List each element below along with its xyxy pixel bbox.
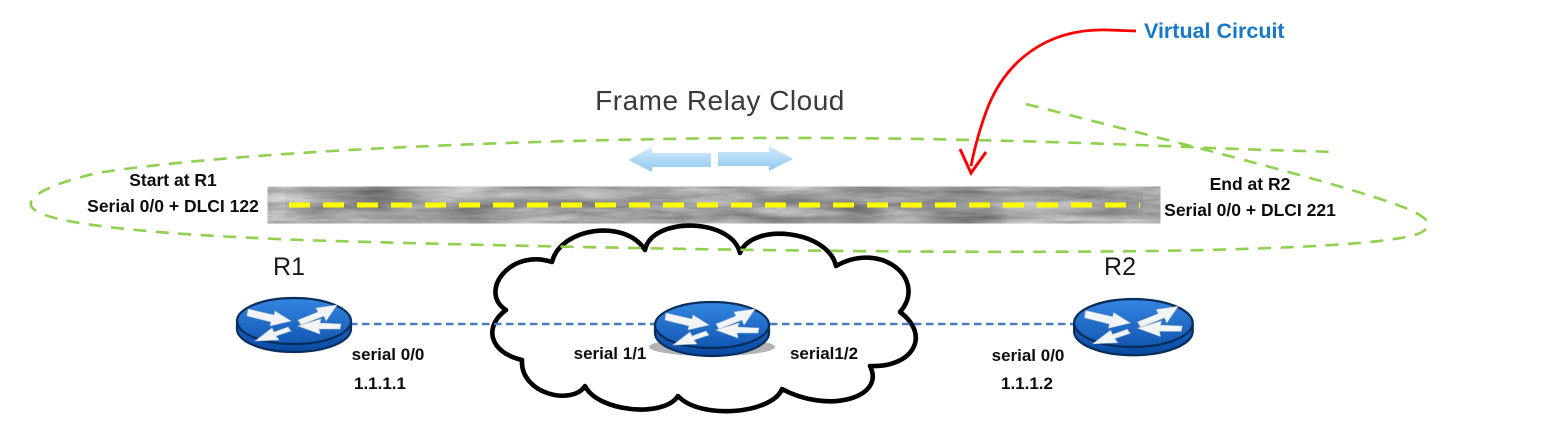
frame-relay-cloud-title: Frame Relay Cloud: [595, 85, 845, 116]
end-annotation-line1: End at R2: [1209, 174, 1291, 194]
end-annotation-line2: Serial 0/0 + DLCI 221: [1164, 200, 1336, 220]
router-icon-r2: [1072, 297, 1194, 357]
r2-ip-label: 1.1.1.2: [1001, 374, 1053, 393]
switch-right-interface-label: serial1/2: [789, 344, 859, 363]
switch-left-interface-label: serial 1/1: [573, 344, 647, 363]
r2-name-label: R2: [1104, 253, 1136, 281]
start-annotation-line1: Start at R1: [129, 170, 217, 190]
end-annotation: End at R2 Serial 0/0 + DLCI 221: [1164, 171, 1336, 223]
virtual-circuit-label: Virtual Circuit: [1144, 19, 1285, 43]
r1-ip-label: 1.1.1.1: [354, 374, 406, 393]
r2-interface-label: serial 0/0: [991, 346, 1065, 365]
virtual-circuit-ellipse: [29, 102, 1430, 254]
left-block-arrow-icon: [628, 147, 711, 172]
router-icon-frame-relay-switch: [649, 300, 775, 358]
direction-double-arrow: [628, 146, 793, 172]
start-annotation-line2: Serial 0/0 + DLCI 122: [87, 196, 259, 216]
r1-interface-label: serial 0/0: [351, 345, 425, 364]
frame-relay-band: [285, 191, 1143, 219]
red-callout-arrow: [958, 28, 1137, 176]
router-icon-r1: [235, 296, 353, 354]
right-block-arrow-icon: [718, 146, 793, 171]
start-annotation: Start at R1 Serial 0/0 + DLCI 122: [87, 167, 259, 219]
r1-name-label: R1: [273, 253, 305, 281]
